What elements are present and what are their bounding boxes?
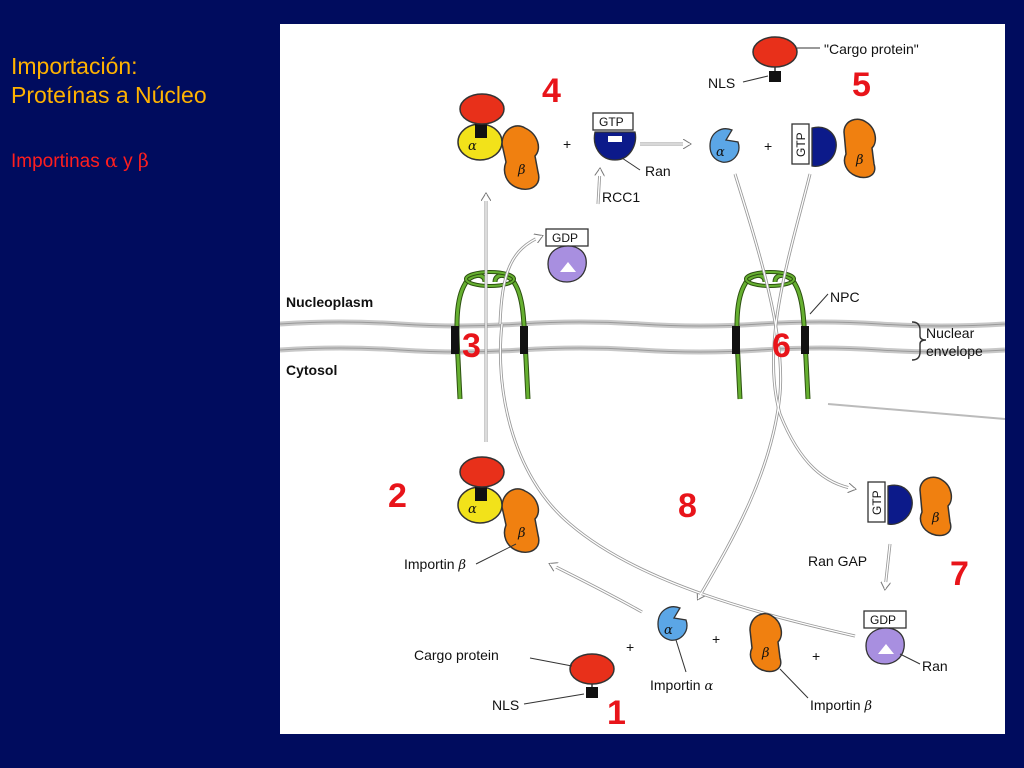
cargo-protein-cytosol (569, 653, 615, 698)
gdp-box-label: GDP (870, 613, 896, 627)
import-complex-cytosol: β α (457, 456, 540, 553)
slide-subtitle: Importinas α y β (11, 150, 149, 173)
npc-right (732, 270, 811, 400)
cargo-protein-released (752, 36, 798, 82)
alpha-symbol: α (468, 502, 477, 517)
step-number-3: 3 (462, 327, 481, 365)
envelope-label-line2: envelope (926, 343, 983, 359)
gtp-box-label: GTP (794, 132, 808, 157)
title-line-2: Proteínas a Núcleo (11, 82, 207, 108)
import-complex-nuclear: β α (457, 93, 540, 190)
ran-gtp-nuclear: GTP (592, 112, 637, 161)
step-number-1: 1 (607, 694, 626, 732)
envelope-brace (911, 321, 927, 361)
step-number-2: 2 (388, 477, 407, 515)
cargo-protein-quoted-label: "Cargo protein" (824, 41, 919, 57)
cargo-protein-label: Cargo protein (414, 647, 499, 663)
plus-sign: + (626, 639, 634, 655)
plus-sign: + (563, 136, 571, 152)
importin-alpha-released: α (709, 128, 740, 163)
step-number-8: 8 (678, 487, 697, 525)
nuclear-import-diagram: Nucleoplasm Cytosol NPC Nuclear envelope… (280, 36, 1005, 732)
ran-label-bottom: Ran (922, 658, 948, 674)
beta-symbol: β (761, 646, 770, 661)
plus-sign: + (764, 138, 772, 154)
alpha-symbol: α (716, 145, 725, 160)
envelope-label-line1: Nuclear (926, 325, 975, 341)
nls-label-top: NLS (708, 75, 735, 91)
subtitle-beta: β (137, 150, 149, 172)
beta-symbol: β (855, 153, 864, 168)
beta-symbol: β (931, 511, 940, 526)
alpha-symbol: α (468, 139, 477, 154)
importin-beta-ran-gtp-nuclear: GTP β (791, 118, 877, 179)
beta-symbol: β (517, 526, 526, 541)
beta-symbol: β (517, 163, 526, 178)
npc-label: NPC (830, 289, 860, 305)
nucleoplasm-label: Nucleoplasm (286, 294, 373, 310)
ran-gap-label: Ran GAP (808, 553, 867, 569)
subtitle-and: y (123, 151, 133, 172)
rcc1-label: RCC1 (602, 189, 640, 205)
importin-beta-label-free: Importin β (810, 697, 872, 714)
alpha-symbol: α (664, 623, 673, 638)
step-number-6: 6 (772, 327, 791, 365)
importin-alpha-cytosol: α (657, 606, 688, 641)
slide-title: Importación: Proteínas a Núcleo (11, 52, 207, 110)
ran-gdp-cytosol: GDP (863, 610, 907, 665)
npc-left (451, 270, 531, 400)
importin-beta-cytosol: β (749, 612, 783, 673)
title-line-1: Importación: (11, 53, 138, 79)
gdp-box-label: GDP (552, 231, 578, 245)
step-number-7: 7 (950, 555, 969, 593)
plus-sign: + (712, 631, 720, 647)
plus-sign: + (812, 648, 820, 664)
ran-label-top: Ran (645, 163, 671, 179)
cytosol-label: Cytosol (286, 362, 337, 378)
subtitle-alpha: α (104, 150, 118, 172)
importin-alpha-label: Importin α (650, 677, 713, 694)
gtp-box-label: GTP (870, 490, 884, 515)
step-number-5: 5 (852, 66, 871, 104)
nuclear-envelope (280, 319, 1005, 355)
subtitle-prefix: Importinas (11, 151, 100, 172)
ran-gdp-nuclear: GDP (545, 228, 589, 283)
importin-beta-ran-gtp-cytosol: GTP β (867, 476, 953, 537)
gtp-box-label: GTP (599, 115, 624, 129)
nls-label-bottom: NLS (492, 697, 519, 713)
step-number-4: 4 (542, 72, 561, 110)
diagram-panel: Nucleoplasm Cytosol NPC Nuclear envelope… (280, 24, 1005, 734)
importin-beta-label-complex: Importin β (404, 556, 466, 573)
